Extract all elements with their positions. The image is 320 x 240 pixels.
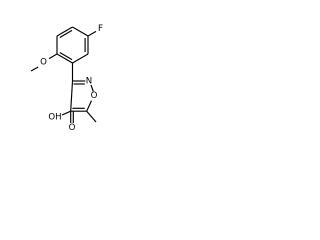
bond-group [30, 26, 97, 123]
isoxazole-oxygen-label: O [91, 91, 98, 101]
bond [72, 53, 89, 64]
methoxy-oxygen-label: O [40, 58, 47, 68]
bond [59, 29, 73, 38]
bond [56, 53, 73, 64]
bond [70, 80, 74, 112]
bond [59, 52, 73, 61]
bond [48, 53, 58, 60]
bond [72, 26, 89, 37]
carbonyl-oxygen-label: O [69, 123, 76, 133]
fluorine-label: F [98, 24, 103, 34]
carboxyl-hydroxyl-label: OH [48, 113, 61, 123]
bond [30, 66, 39, 72]
atom-label-group: F O N O OH O [40, 24, 103, 133]
bond [61, 110, 71, 116]
chemical-structure-diagram: F O N O OH O [30, 24, 103, 133]
bond [90, 84, 94, 92]
bond [56, 26, 73, 37]
bond [87, 30, 97, 37]
bond [86, 110, 97, 123]
isoxazole-nitrogen-label: N [86, 77, 92, 87]
bond [86, 100, 93, 112]
